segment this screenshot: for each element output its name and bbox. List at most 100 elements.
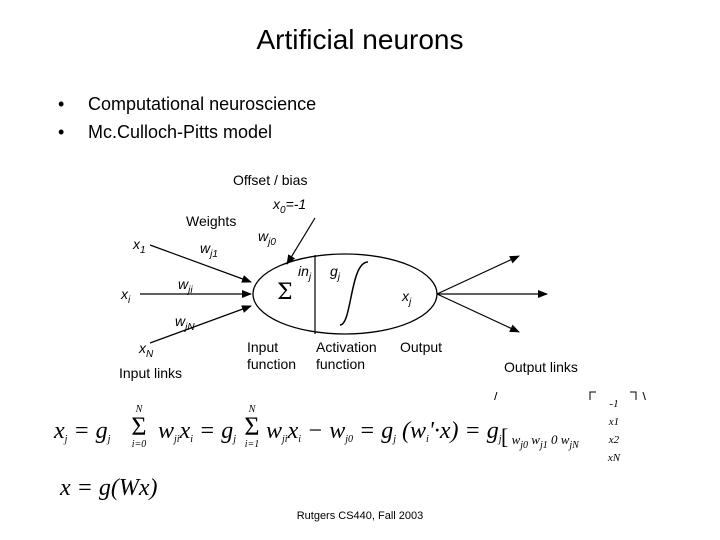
- eq-token: x: [54, 418, 65, 444]
- x-prefix: x: [402, 288, 409, 304]
- output-arrow-up: [436, 255, 520, 295]
- bias-sub: 0: [280, 205, 286, 216]
- sum-b: N Σ i=1: [232, 404, 272, 450]
- bullet-list: • Computational neuroscience • Mc.Culloch-…: [58, 90, 316, 146]
- eq-sub: ji: [174, 434, 180, 445]
- neuron-diagram: [140, 217, 646, 400]
- w-prefix: w: [258, 228, 269, 244]
- eq-token: = g: [359, 418, 394, 444]
- column-vector-entry: xN: [607, 452, 621, 464]
- bias-arrow: [286, 217, 316, 265]
- w-sub: ji: [188, 285, 193, 296]
- sum-b-icon: Σ: [244, 412, 260, 441]
- input-function-line: function: [247, 356, 297, 372]
- eq-sub: ji: [282, 434, 288, 445]
- eq-token: w: [158, 418, 175, 444]
- bullet-item: • Computational neuroscience: [58, 90, 316, 118]
- g-sub: j: [337, 272, 341, 283]
- eq-token: x: [287, 418, 299, 444]
- output-links-label: Output links: [504, 359, 578, 375]
- eq-sub: i: [298, 434, 302, 445]
- weight-ji-label: wji: [178, 276, 193, 296]
- column-vector-bracket-right: [630, 391, 637, 400]
- eq-sub: j: [498, 434, 502, 445]
- row-vector-sub: j0: [520, 440, 529, 451]
- x-prefix: x: [139, 340, 146, 356]
- eq-token: = g: [73, 418, 108, 444]
- sum-lower: i=1: [244, 439, 260, 450]
- eq-sub: j: [107, 434, 111, 445]
- bias-label: x0=-1: [273, 196, 307, 216]
- column-vector-bracket-left: [589, 391, 596, 400]
- eq-sub: i: [190, 434, 194, 445]
- weights-label: Weights: [186, 213, 237, 229]
- row-vector-sub: jN: [569, 440, 579, 451]
- weight-j0-label: wj0: [258, 228, 276, 248]
- row-vector-token: w: [511, 432, 521, 447]
- in-j-label: inj: [298, 263, 311, 283]
- equation-1-term: wjixi = gj: [158, 418, 236, 445]
- eq-sub: j0: [345, 434, 353, 445]
- x-prefix: x: [121, 286, 128, 302]
- bullet-dot-icon: •: [58, 94, 65, 114]
- in-prefix: in: [298, 263, 309, 279]
- eq-sub: j: [64, 434, 68, 445]
- eq-token: − w: [307, 418, 346, 444]
- row-bracket-icon: [: [501, 424, 509, 449]
- w-prefix: w: [175, 313, 186, 329]
- eq-sub: j: [393, 434, 396, 445]
- column-vector: -1 x1 x2 xN: [600, 395, 628, 467]
- input-arrow-xN: [149, 305, 252, 344]
- sum-symbol-icon: Σ: [277, 280, 293, 305]
- x-sub: N: [146, 349, 154, 360]
- input-function-line: Input: [247, 339, 279, 355]
- sum-upper: N: [135, 404, 143, 415]
- row-vector-token: w: [560, 432, 570, 447]
- x-prefix: x: [133, 236, 140, 252]
- equation-1-tail: wjixi − wj0 = gj (wi'·x) = gj: [266, 418, 502, 445]
- eq-token: (w: [401, 418, 426, 444]
- w-sub: j0: [268, 237, 276, 248]
- eq-token: x: [179, 418, 191, 444]
- equation-1: xj = gj: [54, 418, 110, 445]
- column-vector-entry: x1: [608, 416, 620, 428]
- w-sub: jN: [185, 322, 195, 333]
- footer-text: Rutgers CS440, Fall 2003: [296, 510, 424, 522]
- weight-jN-label: wjN: [175, 313, 195, 333]
- output-arrow-down: [436, 293, 520, 333]
- eq-token: = g: [199, 418, 234, 444]
- row-vector: [ wj0 wj1 0 wjN: [501, 424, 579, 451]
- offset-bias-label: Offset / bias: [233, 172, 308, 188]
- big-paren-left: [494, 391, 498, 400]
- w-sub: j1: [210, 249, 218, 260]
- activation-function-line: Activation: [316, 339, 377, 355]
- output-label: Output: [400, 339, 443, 355]
- input-arrow-x1: [149, 244, 252, 283]
- w-prefix: w: [200, 240, 211, 256]
- input-x1-label: x1: [133, 236, 146, 256]
- big-paren-right: [642, 391, 646, 400]
- input-xi-label: xi: [121, 286, 130, 306]
- weight-j1-label: wj1: [200, 240, 218, 260]
- bullet-text: Computational neuroscience: [88, 94, 317, 114]
- activation-function-line: function: [316, 356, 366, 372]
- eq-token: '·x) = g: [428, 418, 499, 444]
- x-sub: i: [128, 295, 131, 306]
- input-links-label: Input links: [119, 365, 183, 381]
- x-sub: j: [409, 297, 412, 308]
- equation-2: x = g(Wx): [60, 475, 158, 501]
- eq-sub: j: [233, 434, 236, 445]
- x-sub: 1: [140, 245, 146, 256]
- g-j-label: gj: [330, 263, 340, 283]
- eq-sub: i: [425, 434, 429, 445]
- bullet-dot-icon: •: [58, 122, 65, 142]
- sum-a-icon: Σ: [131, 412, 147, 441]
- input-xN-label: xN: [139, 340, 153, 360]
- row-vector-token: 0: [550, 432, 558, 447]
- bullet-text: Mc.Culloch-Pitts model: [88, 122, 273, 142]
- column-vector-entry: -1: [609, 398, 619, 410]
- column-vector-entry: x2: [608, 434, 620, 446]
- bias-value: =-1: [285, 196, 307, 212]
